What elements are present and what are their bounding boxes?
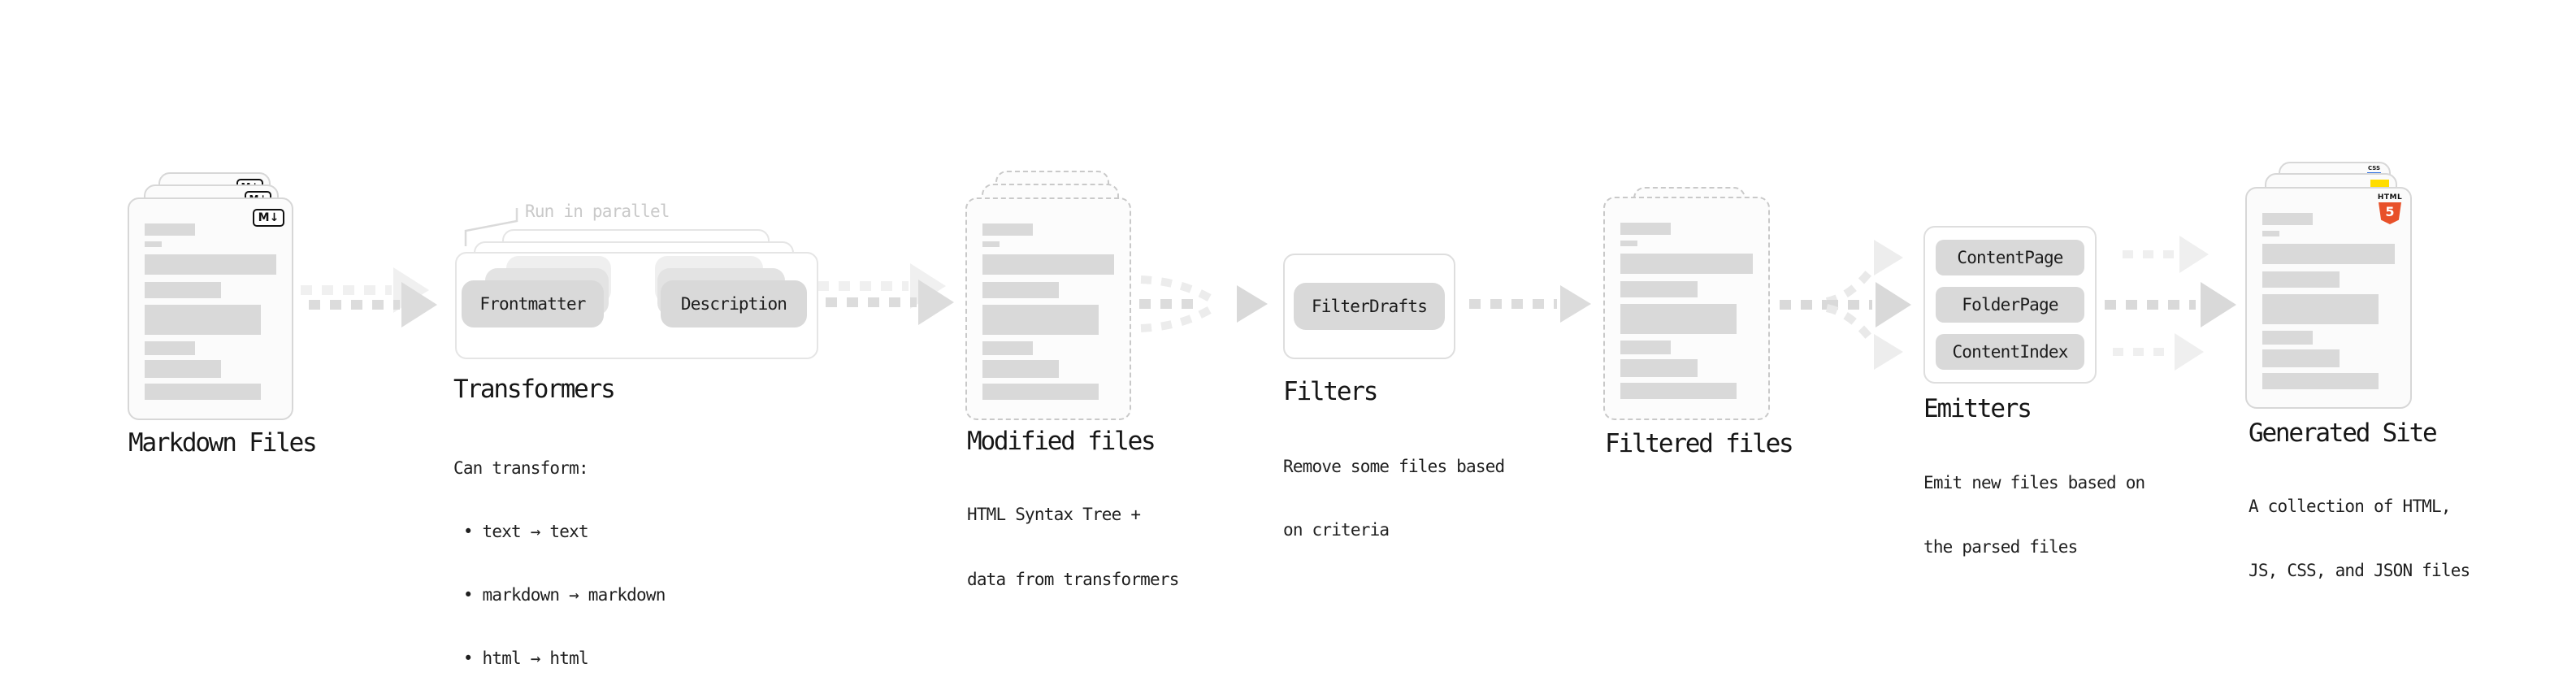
caption-line: Emit new files based on: [1923, 473, 2145, 492]
filtered-file-card-front: [1603, 197, 1770, 420]
stage-title-filters: Filters: [1283, 377, 1378, 406]
html5-icon-label: HTML: [2377, 193, 2403, 202]
arrow-transformers-to-modified: [826, 280, 954, 325]
emitter-folderpage: FolderPage: [1936, 287, 2084, 323]
caption-line: • html → html: [453, 648, 589, 668]
html5-icon: HTML 5: [2377, 193, 2403, 224]
stage-title-modified-files: Modified files: [967, 427, 1156, 456]
filters-caption: Remove some files based on criteria: [1283, 414, 1505, 583]
arrow-emitters-to-generated: [2105, 236, 2236, 371]
text-placeholder-bars: [1605, 198, 1768, 399]
html5-icon-shield: 5: [2379, 202, 2401, 224]
emitters-caption: Emit new files based on the parsed files: [1923, 430, 2145, 601]
caption-line: the parsed files: [1923, 537, 2078, 557]
filter-filterdrafts: FilterDrafts: [1294, 283, 1445, 330]
arrow-modified-to-filters: [1139, 275, 1268, 332]
emitter-contentindex: ContentIndex: [1936, 334, 2084, 370]
modified-files-caption: HTML Syntax Tree + data from transformer…: [967, 462, 1179, 634]
text-placeholder-bars: [129, 199, 292, 400]
caption-line: on criteria: [1283, 520, 1390, 540]
modified-file-card-front: [965, 197, 1131, 420]
transformer-frontmatter: Frontmatter: [462, 280, 604, 327]
generated-site-caption: A collection of HTML, JS, CSS, and JSON …: [2249, 453, 2470, 624]
css-icon-label: CSS: [2367, 165, 2381, 171]
text-placeholder-bars: [2247, 189, 2410, 389]
arrow-markdown-to-transformers: [309, 282, 437, 327]
text-placeholder-bars: [967, 199, 1130, 400]
caption-line: Remove some files based: [1283, 457, 1505, 476]
filters-panel: FilterDrafts: [1283, 254, 1455, 359]
emitter-contentpage: ContentPage: [1936, 240, 2084, 275]
html5-icon-number: 5: [2385, 204, 2395, 219]
markdown-file-card-front: M↓: [128, 197, 293, 420]
transformers-caption: Can transform: • text → text • markdown …: [453, 415, 666, 681]
stage-title-generated-site: Generated Site: [2249, 419, 2438, 448]
markdown-icon: M↓: [253, 209, 284, 227]
run-in-parallel-callout-line: [464, 208, 518, 246]
caption-line: • markdown → markdown: [453, 585, 666, 605]
transformer-description: Description: [661, 280, 807, 327]
arrow-filtered-to-emitters: [1780, 240, 1911, 370]
caption-line: • text → text: [453, 522, 589, 541]
stage-title-transformers: Transformers: [453, 375, 616, 404]
caption-line: JS, CSS, and JSON files: [2249, 561, 2470, 580]
caption-line: A collection of HTML,: [2249, 497, 2452, 516]
stage-title-filtered-files: Filtered files: [1605, 429, 1794, 458]
run-in-parallel-annotation: Run in parallel: [525, 202, 670, 221]
caption-line: HTML Syntax Tree +: [967, 505, 1141, 524]
stage-title-emitters: Emitters: [1923, 394, 2032, 423]
arrow-filters-to-filtered: [1469, 285, 1591, 323]
caption-line: data from transformers: [967, 570, 1179, 589]
emitters-panel: ContentPage FolderPage ContentIndex: [1923, 226, 2097, 384]
generated-html-file-card: HTML 5: [2245, 187, 2412, 409]
stage-title-markdown-files: Markdown Files: [128, 428, 318, 458]
caption-line: Can transform:: [453, 458, 589, 478]
